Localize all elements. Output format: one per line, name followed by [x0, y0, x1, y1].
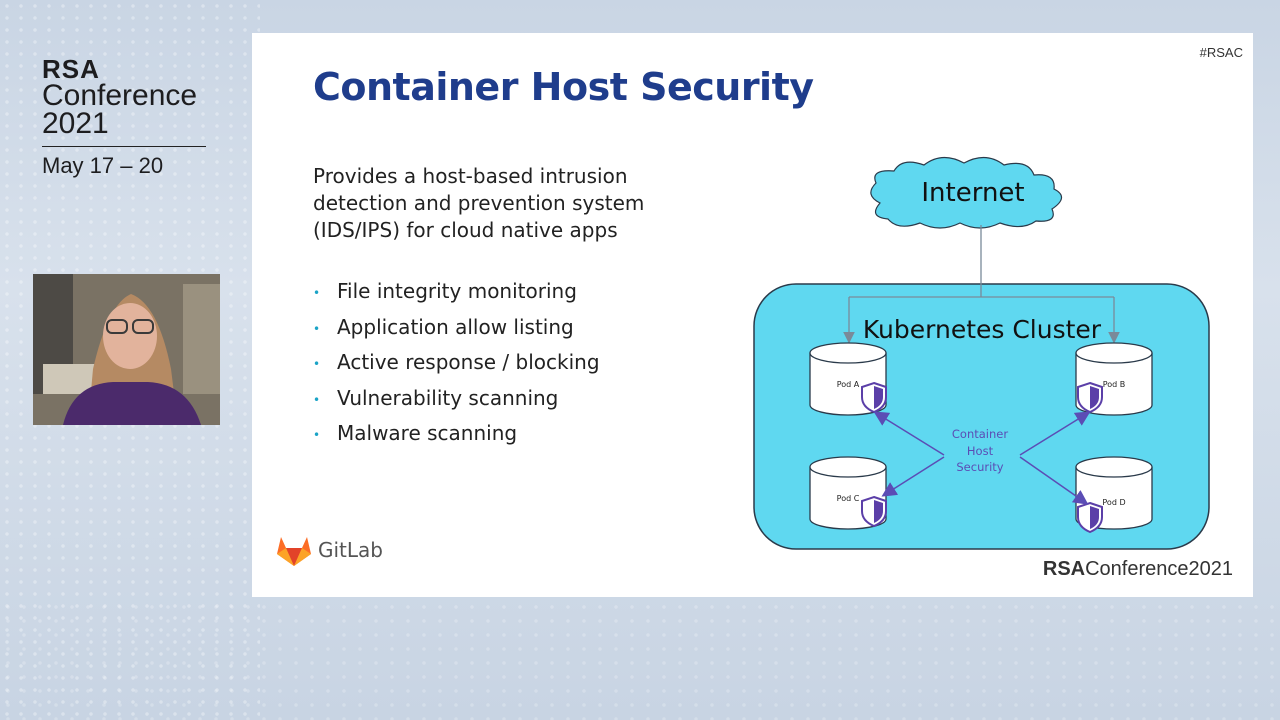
brand-conference: Conference: [42, 79, 198, 112]
list-item-text: Active response / blocking: [337, 350, 600, 374]
center-label-line-1: Container: [952, 427, 1008, 441]
pod-c-label: Pod C: [837, 494, 860, 503]
slide-intro: Provides a host-based intrusion detectio…: [313, 164, 645, 242]
pod-c-database-icon: [809, 456, 887, 530]
list-item: • File integrity monitoring: [313, 277, 600, 313]
hashtag: #RSAC: [1199, 45, 1243, 60]
slide-title: Container Host Security: [313, 65, 814, 109]
rsa-conference-brand: RSA Conference 2021 May 17 – 20: [42, 56, 206, 179]
footer-conference: Conference2021: [1085, 558, 1233, 580]
cluster-label: Kubernetes Cluster: [863, 315, 1102, 344]
bullet-icon: •: [313, 357, 321, 371]
gitlab-label: GitLab: [318, 538, 383, 562]
shield-icon: [1077, 501, 1103, 534]
presenter-video-frame: [33, 274, 220, 425]
list-item: • Malware scanning: [313, 419, 600, 455]
list-item-text: File integrity monitoring: [337, 279, 577, 303]
internet-cloud-icon: [870, 156, 1063, 229]
presentation-slide: #RSAC Container Host Security Provides a…: [252, 33, 1253, 597]
bullet-icon: •: [313, 321, 321, 336]
shield-icon: [861, 495, 887, 528]
arrow-to-pod-c-shield: [881, 456, 945, 497]
background-dot-pattern-bottom: [0, 600, 1280, 720]
pod-d-label: Pod D: [1102, 498, 1125, 507]
bullet-icon: •: [313, 392, 321, 407]
list-item: • Vulnerability scanning: [313, 384, 600, 420]
list-item: • Application allow listing: [313, 313, 600, 349]
list-item-text: Application allow listing: [337, 314, 574, 339]
shield-icon: [861, 381, 887, 414]
rsa-conference-footer-logo: RSAConference2021: [1043, 558, 1233, 581]
brand-year: 2021: [42, 107, 109, 140]
center-label-line-3: Security: [956, 460, 1003, 474]
pod-b-label: Pod B: [1103, 380, 1126, 389]
shield-icon: [1077, 381, 1103, 414]
brand-dates: May 17 – 20: [42, 153, 164, 178]
list-item-text: Vulnerability scanning: [337, 385, 559, 410]
pod-a-label: Pod A: [837, 380, 860, 389]
arrow-to-pod-a-shield: [873, 411, 945, 456]
arrow-to-pod-d-shield: [1019, 456, 1089, 505]
footer-rsa: RSA: [1042, 558, 1086, 580]
bullet-icon: •: [313, 286, 321, 300]
gitlab-fox-icon: [277, 537, 311, 566]
presenter-video: [33, 274, 220, 425]
center-label-line-2: Host: [967, 444, 994, 458]
brand-rsa-logo: RSA: [42, 54, 100, 84]
internet-label: Internet: [921, 178, 1024, 208]
feature-list: • File integrity monitoring • Application …: [313, 277, 600, 455]
arrow-to-pod-b-shield: [1019, 411, 1091, 456]
brand-divider: [42, 146, 206, 147]
list-item: • Active response / blocking: [313, 348, 600, 384]
bullet-icon: •: [313, 428, 321, 442]
list-item-text: Malware scanning: [337, 421, 518, 445]
architecture-diagram: Internet Kubernetes Cluster Pod A Pod B …: [753, 156, 1210, 550]
gitlab-logo: GitLab: [276, 533, 383, 567]
